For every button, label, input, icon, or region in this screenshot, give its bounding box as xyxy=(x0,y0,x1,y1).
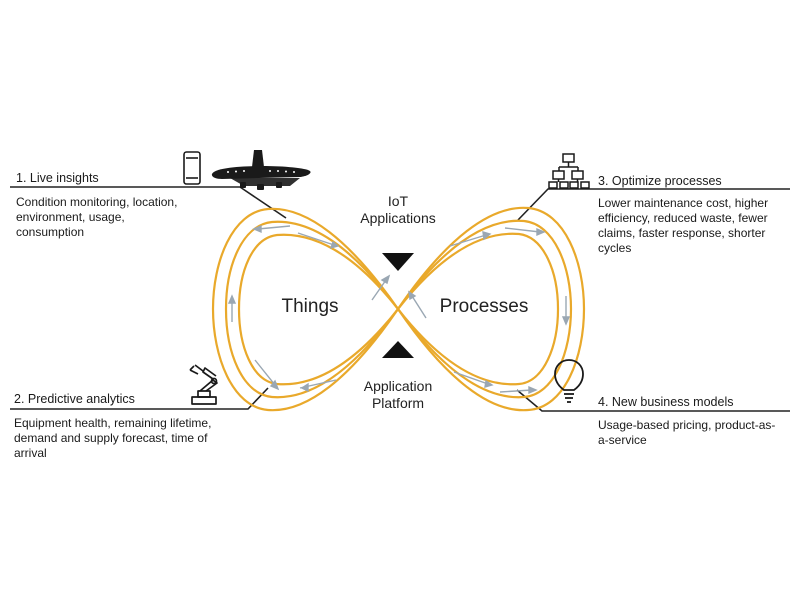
application-platform-line-2: Platform xyxy=(371,395,425,411)
robot-arm-icon xyxy=(189,364,218,405)
flow-arrow xyxy=(297,232,340,250)
processes-label: Processes xyxy=(439,296,529,317)
flow-arrow xyxy=(299,379,337,393)
application-platform-label: Application Platform xyxy=(330,378,466,412)
lightbulb-icon xyxy=(554,359,584,403)
predictive-analytics-title: 2. Predictive analytics xyxy=(14,392,135,406)
airplane-windows xyxy=(227,170,295,173)
flow-arrow xyxy=(453,371,494,388)
predictive-analytics-body: Equipment health, remaining lifetime, de… xyxy=(14,416,212,460)
flow-arrow xyxy=(252,224,291,234)
flow-arrow xyxy=(371,274,391,301)
loop-track-inner xyxy=(237,232,560,386)
flow-arrow xyxy=(408,290,427,319)
flow-arrow xyxy=(254,359,280,391)
live-insights-title: 1. Live insights xyxy=(16,171,99,185)
optimize-processes-body: Lower maintenance cost, higher efficienc… xyxy=(598,196,769,255)
smartphone-icon xyxy=(183,151,201,185)
things-label: Things xyxy=(281,296,339,317)
triangle-up-icon xyxy=(382,341,414,358)
airplane-icon xyxy=(211,150,311,190)
flow-arrow xyxy=(499,385,538,395)
flow-arrow xyxy=(561,296,571,326)
flow-arrow xyxy=(227,294,237,322)
iot-applications-label: IoT Applications xyxy=(330,193,466,227)
application-platform-line-1: Application xyxy=(363,378,433,394)
org-chart-icon xyxy=(548,153,590,189)
live-insights-body: Condition monitoring, location, environm… xyxy=(16,195,178,239)
new-business-models-title: 4. New business models xyxy=(598,395,734,409)
connector-optimize xyxy=(517,188,790,221)
triangle-down-icon xyxy=(382,253,414,271)
iot-applications-line-2: Applications xyxy=(360,210,436,226)
optimize-processes-title: 3. Optimize processes xyxy=(598,174,722,188)
flow-arrow xyxy=(504,227,546,237)
new-business-models-body: Usage-based pricing, product-as-a-servic… xyxy=(598,418,776,447)
flow-arrows xyxy=(227,224,571,395)
flow-arrow xyxy=(449,231,492,247)
iot-applications-line-1: IoT xyxy=(387,193,409,209)
infinity-loop xyxy=(211,206,586,412)
